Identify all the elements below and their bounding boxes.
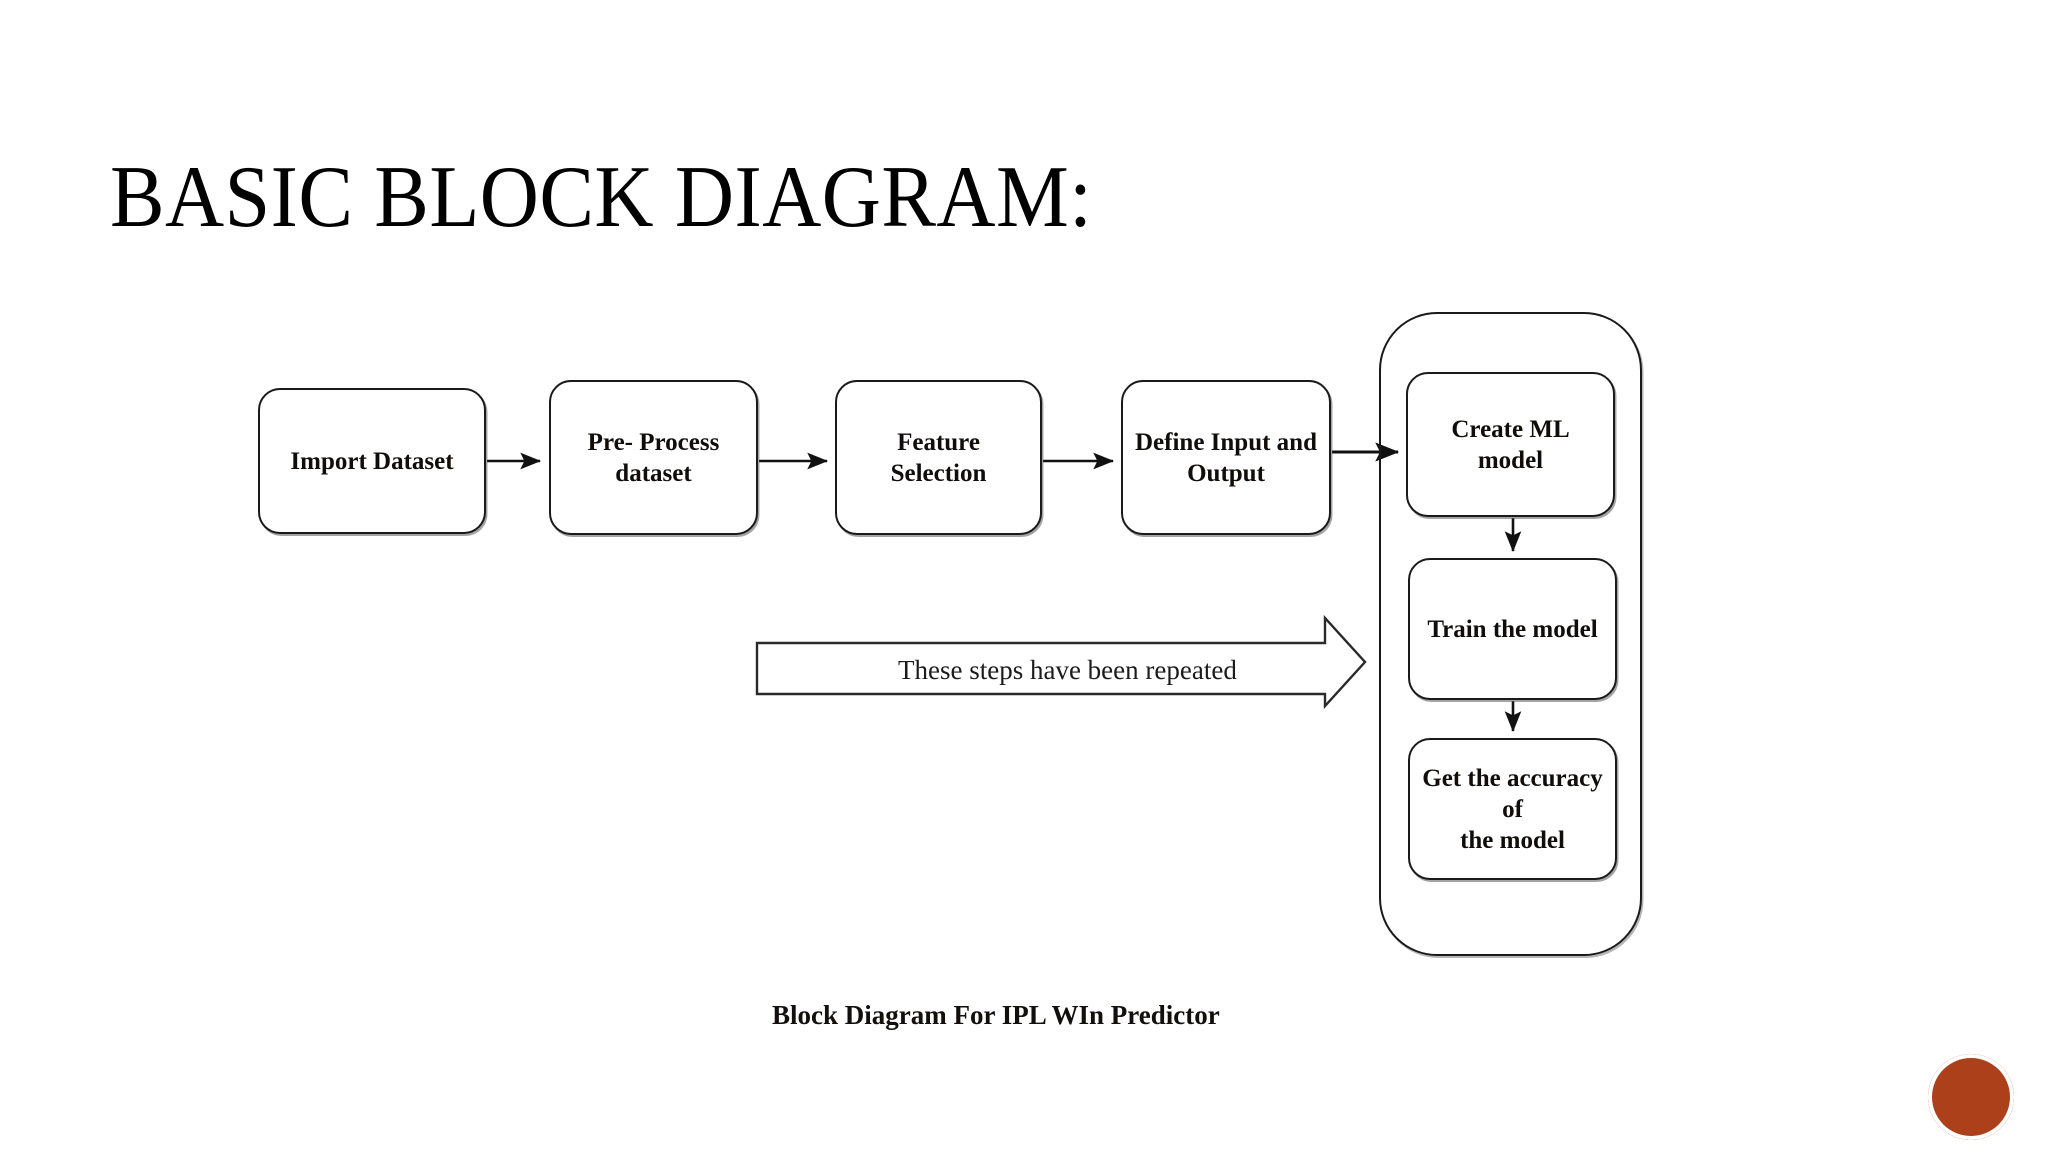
node-pre-process[interactable]: Pre- Process dataset bbox=[549, 380, 758, 535]
node-get-accuracy-of-model-label: Get the accuracy of the model bbox=[1422, 764, 1603, 854]
diagram-caption: Block Diagram For IPL WIn Predictor bbox=[772, 1000, 1220, 1030]
node-import-dataset-label: Import Dataset bbox=[290, 447, 454, 475]
node-train-the-model[interactable]: Train the model bbox=[1408, 558, 1617, 700]
node-create-ml-model[interactable]: Create ML model bbox=[1406, 372, 1615, 517]
node-train-the-model-label: Train the model bbox=[1427, 615, 1598, 643]
node-get-accuracy-of-model[interactable]: Get the accuracy of the model bbox=[1408, 738, 1617, 880]
corner-badge-icon bbox=[1928, 1054, 2014, 1140]
node-feature-selection-label: Feature Selection bbox=[890, 428, 987, 487]
ml-group-container bbox=[1379, 312, 1642, 956]
node-import-dataset[interactable]: Import Dataset bbox=[258, 388, 486, 534]
page-title: BASIC BLOCK DIAGRAM: bbox=[110, 149, 1093, 246]
node-feature-selection[interactable]: Feature Selection bbox=[835, 380, 1042, 535]
node-pre-process-label: Pre- Process dataset bbox=[587, 428, 720, 487]
node-define-input-output[interactable]: Define Input and Output bbox=[1121, 380, 1331, 535]
repeat-arrow-label: These steps have been repeated bbox=[898, 655, 1237, 685]
node-define-input-output-label: Define Input and Output bbox=[1135, 428, 1317, 487]
node-create-ml-model-label: Create ML model bbox=[1451, 415, 1570, 474]
